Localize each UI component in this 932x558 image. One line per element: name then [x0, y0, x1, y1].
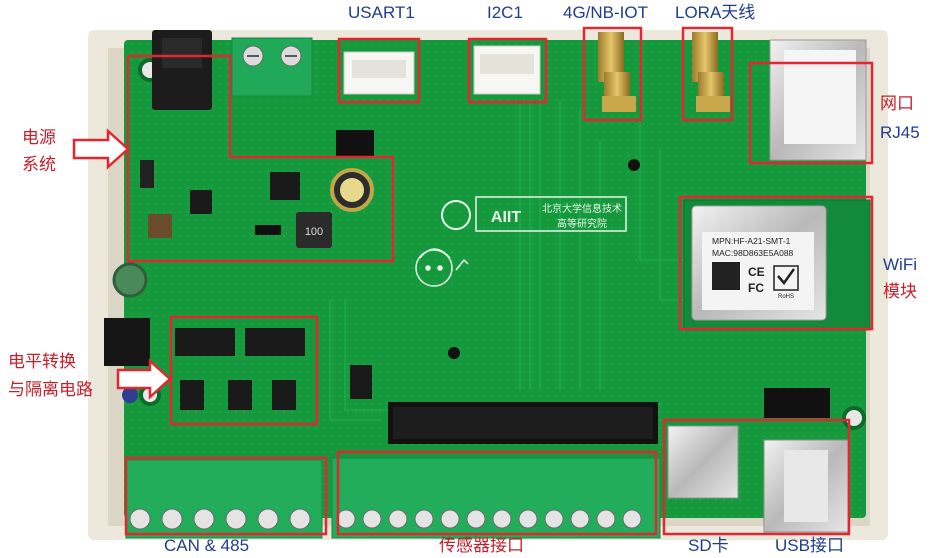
logo-abbr: AIIT: [491, 209, 521, 226]
nbiot-antenna: [598, 32, 636, 112]
arrow-level: [116, 358, 172, 400]
label-lora: LORA天线: [675, 3, 756, 22]
aiit-logo: AIIT 北京大学信息技术 高等研究院: [441, 196, 627, 232]
arrow-power: [72, 128, 130, 170]
pcb-board: [124, 40, 866, 518]
box-usart1: [337, 37, 421, 104]
pin-header-right: [764, 388, 830, 418]
box-power: [126, 54, 395, 263]
label-sensor: 传感器接口: [439, 536, 524, 555]
box-can485: [124, 456, 328, 536]
label-power-line1: 电源: [22, 128, 56, 147]
can485-terminal: [125, 459, 323, 539]
lora-antenna: [692, 32, 730, 112]
mascot-silkscreen: [415, 248, 469, 287]
label-rj45-line1: 网口: [880, 94, 914, 113]
wifi-mac: MAC:98D863E5A088: [712, 248, 794, 258]
rj45-jack: [769, 39, 867, 161]
usart1-connector: [343, 51, 415, 95]
wifi-module: MPN:HF-A21-SMT-1 MAC:98D863E5A088 CE FC …: [683, 199, 871, 331]
inductor-value: 100: [305, 226, 323, 238]
ce-mark: CE: [748, 265, 765, 279]
gpio-header: [388, 402, 658, 444]
wifi-mpn: MPN:HF-A21-SMT-1: [712, 236, 791, 246]
label-usart1: USART1: [348, 3, 415, 22]
box-sensor: [336, 450, 658, 536]
box-lora: [681, 26, 734, 122]
usb-port: [763, 439, 849, 533]
power-terminal: [231, 37, 313, 97]
box-level: [169, 315, 319, 426]
box-sd-usb: [662, 418, 851, 536]
pin-header-small: [336, 130, 374, 156]
label-i2c1: I2C1: [487, 3, 523, 22]
label-rj45-line2: RJ45: [880, 123, 920, 142]
sd-card-slot: [667, 425, 739, 499]
label-level-line2: 与隔离电路: [8, 380, 93, 399]
box-i2c1: [467, 37, 548, 104]
label-wifi-line2: 模块: [883, 282, 917, 301]
logo-line2: 高等研究院: [557, 217, 607, 230]
label-can485: CAN & 485: [164, 536, 250, 555]
label-level-line1: 电平转换: [8, 352, 76, 371]
rohs-mark: RoHS: [778, 294, 794, 300]
i2c1-connector: [473, 45, 541, 95]
box-nbiot: [582, 26, 643, 122]
label-usb: USB接口: [775, 536, 844, 555]
label-power-line2: 系统: [22, 155, 56, 174]
qr-code: [712, 262, 740, 290]
power-components: 100: [112, 160, 374, 298]
box-rj45: [748, 61, 874, 165]
annotation-arrows: [72, 128, 172, 400]
label-wifi-line1: WiFi: [883, 255, 917, 274]
label-nbiot: 4G/NB-IOT: [563, 3, 649, 22]
fc-mark: FC: [748, 281, 764, 295]
isolation-chips: [104, 318, 372, 410]
label-sd: SD卡: [688, 536, 729, 555]
sensor-terminal: [331, 457, 661, 539]
traces: [329, 100, 690, 421]
box-wifi: [678, 195, 874, 331]
annotation-boxes: [124, 26, 874, 536]
logo-line1: 北京大学信息技术: [542, 202, 622, 215]
